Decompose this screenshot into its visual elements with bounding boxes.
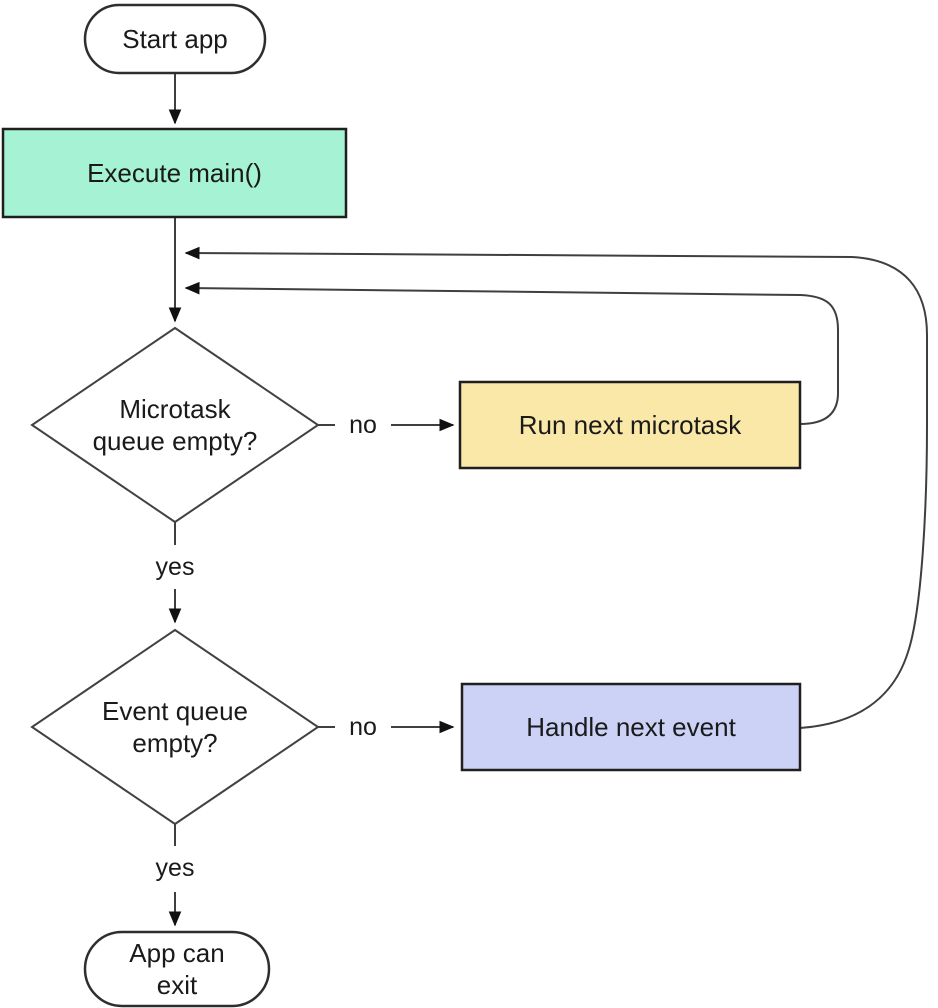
edge-run-microtask-loopback xyxy=(184,281,839,425)
microtask-queue-decision-node xyxy=(30,326,320,524)
app-exit-node xyxy=(83,930,271,1008)
edge-handle-event-loopback xyxy=(184,246,928,729)
start-node xyxy=(83,3,267,75)
handle-event-node xyxy=(460,682,802,772)
execute-main-node xyxy=(1,127,348,219)
event-queue-decision-node xyxy=(30,628,320,826)
run-microtask-node xyxy=(458,380,802,470)
